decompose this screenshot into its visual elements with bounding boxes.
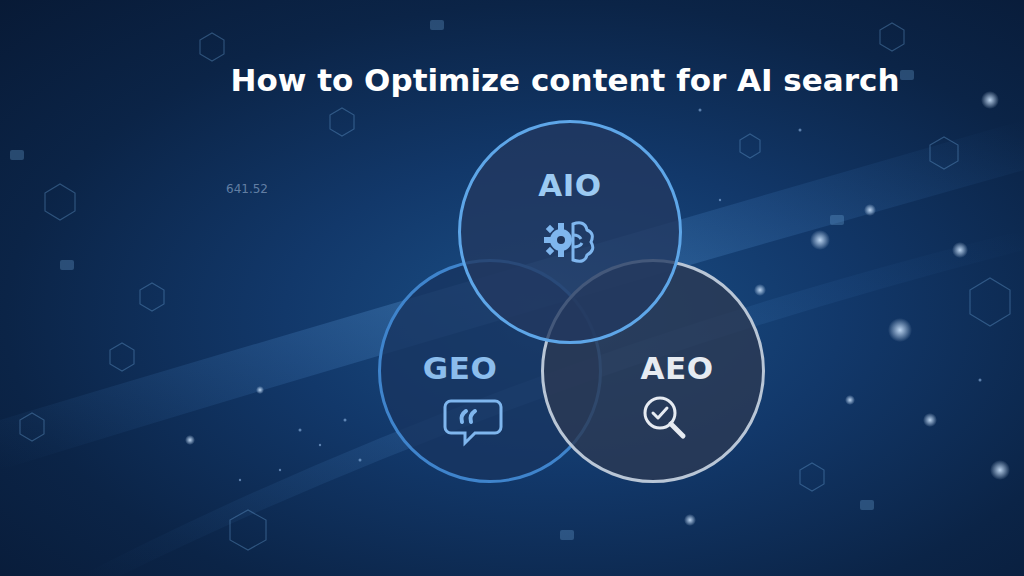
diagram-title: How to Optimize content for AI search [0,62,1024,98]
circle-label: AEO [640,350,713,386]
magnifier-check-icon [645,398,683,436]
gear-brain-icon [544,214,593,261]
speech-bubble-icon [445,401,501,443]
venn-circle: AIO [458,120,682,344]
circle-shape [460,122,681,343]
circle-label: AIO [538,167,601,203]
circle-label: GEO [423,350,497,386]
circle-outline [458,120,682,344]
background-number: 641.52 [226,182,268,196]
